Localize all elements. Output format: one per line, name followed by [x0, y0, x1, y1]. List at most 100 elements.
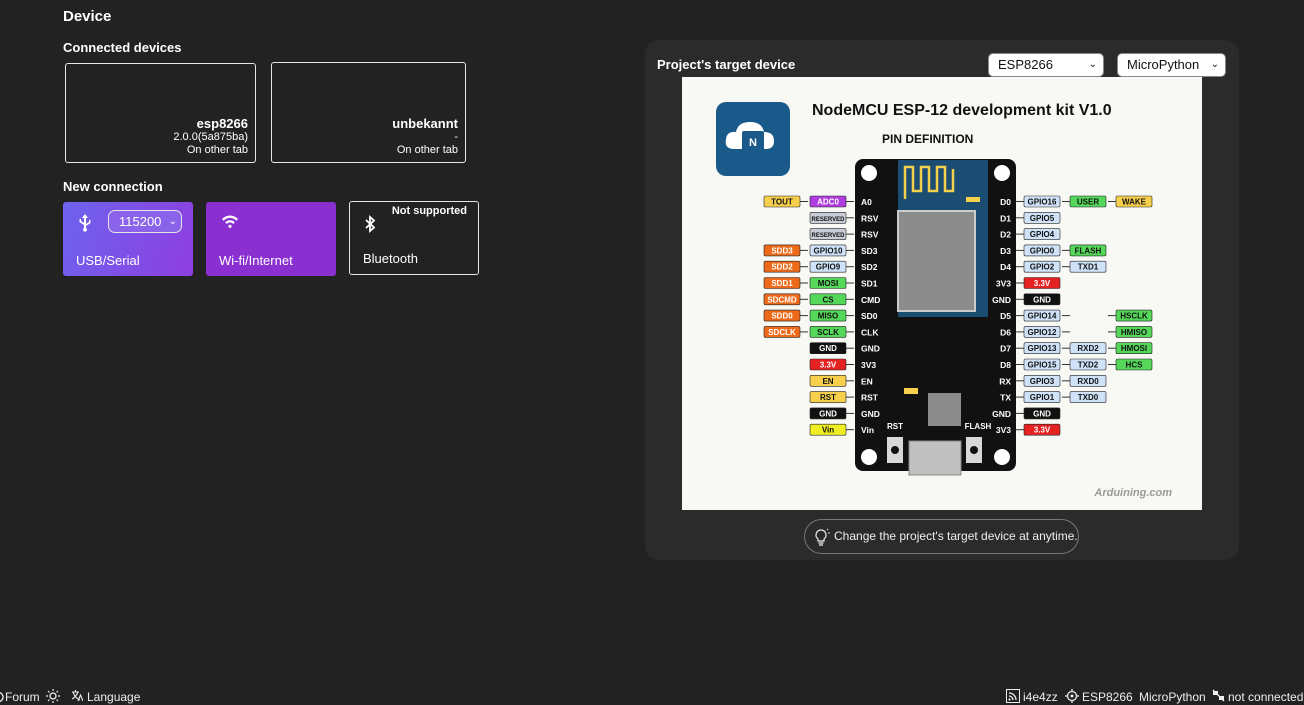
pin-tag [763, 293, 801, 306]
pin-tag [1023, 244, 1061, 257]
theme-toggle-icon[interactable] [46, 689, 60, 703]
pin-tag-label: GPIO14 [1028, 312, 1057, 321]
pin-tag-label: SDD1 [771, 279, 793, 288]
firmware-select[interactable]: MicroPython⌄ [1117, 53, 1226, 77]
pin-tag-label: GPIO13 [1028, 344, 1057, 353]
pin-tag-label: GND [1033, 409, 1051, 418]
usb-chip [928, 393, 961, 426]
pin-name: TX [1000, 393, 1011, 403]
pin-tag [1115, 195, 1153, 208]
pin-name: D6 [1000, 327, 1011, 337]
pin-tag [1023, 391, 1061, 403]
bluetooth-connect-button[interactable]: Not supported Bluetooth [349, 201, 479, 275]
mount-hole [861, 449, 877, 465]
pin-tag [809, 212, 847, 224]
lightbulb-icon [815, 528, 830, 546]
status-bar: Forum Language i4e4zz ESP8266 MicroPytho… [0, 688, 1304, 705]
pin-tag [1023, 358, 1061, 371]
pin-name: 3V3 [861, 360, 876, 370]
pin-tag [1069, 391, 1107, 403]
pin-name: GND [861, 344, 880, 354]
language-link[interactable]: Language [87, 690, 141, 704]
antenna-trace [903, 165, 955, 199]
pin-name: SD2 [861, 262, 878, 272]
connected-device-card-unknown[interactable]: unbekannt - On other tab [271, 62, 466, 163]
board-title: NodeMCU ESP-12 development kit V1.0 [812, 102, 1112, 119]
pin-name: D1 [1000, 213, 1011, 223]
device-heading: Device [63, 8, 112, 25]
user-id[interactable]: i4e4zz [1023, 690, 1058, 704]
chevron-down-icon: ⌄ [168, 216, 177, 227]
pin-tag [1023, 407, 1061, 420]
pin-tag [1069, 260, 1107, 273]
baud-rate-select[interactable]: 115200⌄ [108, 210, 182, 233]
pin-tag [809, 342, 847, 355]
connection-status[interactable]: not connected [1228, 690, 1304, 704]
led-indicator [904, 388, 918, 394]
pin-name: D0 [1000, 197, 1011, 207]
pin-tag [809, 391, 847, 403]
pin-tag-label: MISO [818, 312, 838, 321]
pin-tag [1023, 260, 1061, 273]
pin-tag-label: GPIO9 [816, 263, 841, 272]
device-status: On other tab [186, 144, 248, 156]
pin-name: CMD [861, 295, 880, 305]
pin-tag-label: GPIO0 [1030, 246, 1055, 255]
pin-tag-label: SDD0 [771, 312, 793, 321]
pin-tag-label: EN [822, 377, 833, 386]
pin-tag [1023, 374, 1061, 387]
pin-name: D8 [1000, 360, 1011, 370]
logo-letter: N [749, 137, 757, 149]
pin-tag-label: HCS [1126, 361, 1144, 370]
pin-tag-label: MOSI [818, 279, 838, 288]
pin-tag [809, 244, 847, 257]
pin-tag-label: SDCLK [768, 328, 796, 337]
status-firmware[interactable]: MicroPython [1139, 690, 1206, 704]
status-device[interactable]: ESP8266 [1082, 690, 1133, 704]
pin-tag-label: RST [820, 393, 836, 402]
target-device-value: ESP8266 [998, 57, 1053, 72]
pin-tag-label: 3.3V [1034, 426, 1051, 435]
pin-tag [1023, 277, 1061, 289]
pin-name: SD3 [861, 246, 878, 256]
chevron-down-icon: ⌄ [1088, 59, 1097, 70]
pin-tag [1023, 423, 1061, 436]
flash-label: FLASH [965, 422, 992, 431]
pin-name: RX [999, 376, 1011, 386]
pin-name: 3V3 [996, 425, 1011, 435]
pin-tag [1069, 374, 1107, 387]
pin-name: Vin [861, 425, 874, 435]
pin-tag-label: SCLK [817, 328, 839, 337]
pin-tag-label: CS [822, 295, 834, 304]
device-name: esp8266 [196, 116, 248, 131]
rf-shield [897, 210, 976, 312]
target-device-panel: Project's target device ESP8266⌄ MicroPy… [645, 40, 1239, 560]
plug-disconnected-icon [1212, 689, 1225, 702]
pin-tag [763, 260, 801, 273]
wifi-connect-button[interactable]: Wi-fi/Internet [206, 202, 336, 276]
pin-tag-label: RESERVED [812, 217, 846, 223]
usb-serial-connect-button[interactable]: 115200⌄ USB/Serial [63, 202, 193, 276]
pin-tag-label: GPIO4 [1030, 230, 1055, 239]
board-subtitle: PIN DEFINITION [882, 132, 973, 146]
pin-tag-label: GPIO12 [1028, 328, 1057, 337]
pin-tag-label: HMOSI [1121, 344, 1147, 353]
pin-name: A0 [861, 197, 872, 207]
pin-name: SD1 [861, 279, 878, 289]
pin-tag-label: RESERVED [812, 233, 846, 239]
pin-name: D4 [1000, 262, 1011, 272]
pin-tag-label: ADC0 [817, 198, 839, 207]
pin-tag-label: TXD0 [1078, 393, 1099, 402]
pin-tag [809, 374, 847, 387]
pin-tag [1023, 342, 1061, 355]
pin-tag [763, 309, 801, 322]
device-version: 2.0.0(5a875ba) [173, 131, 248, 143]
device-name: unbekannt [392, 116, 458, 131]
change-target-hint: Change the project's target device at an… [804, 519, 1079, 554]
pin-tag-label: GPIO3 [1030, 377, 1055, 386]
pin-tag-label: GND [819, 409, 837, 418]
forum-link[interactable]: Forum [5, 690, 40, 704]
target-device-select[interactable]: ESP8266 ⌄ [988, 53, 1104, 77]
connected-device-card-esp8266[interactable]: esp8266 2.0.0(5a875ba) On other tab [65, 63, 256, 163]
pin-tag-label: GPIO15 [1028, 361, 1057, 370]
